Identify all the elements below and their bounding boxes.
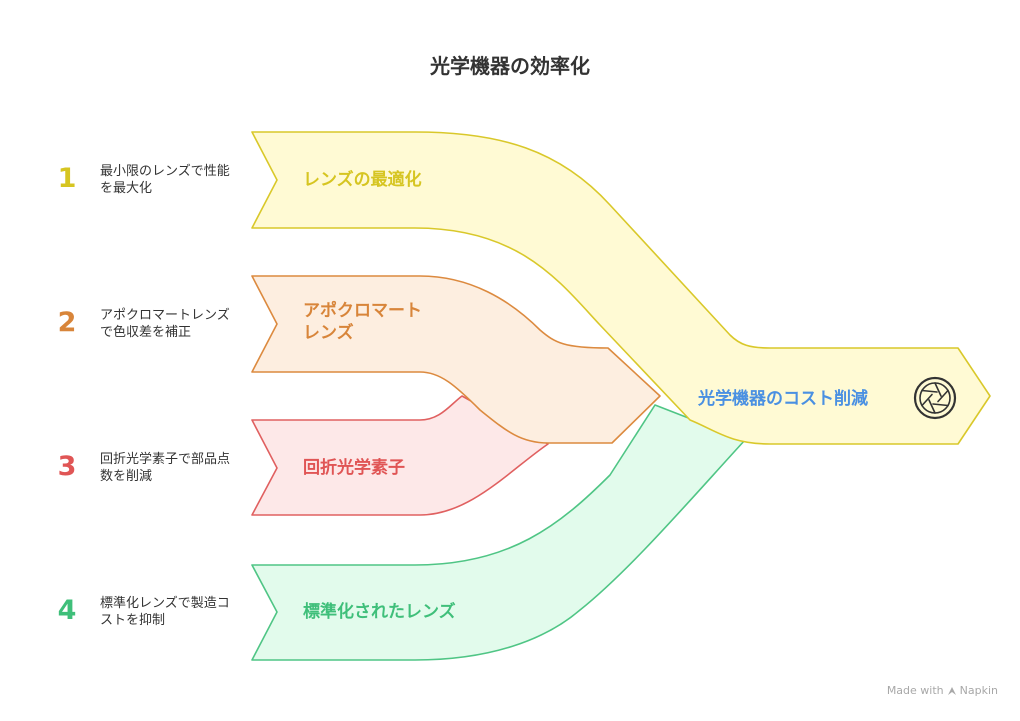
aperture-icon — [913, 376, 957, 420]
step-1-number: 1 — [57, 163, 77, 194]
step-4-number: 4 — [57, 595, 77, 626]
watermark-brand: Napkin — [959, 684, 998, 697]
step-2-label-line-1: アポクロマート — [303, 301, 422, 321]
watermark: Made with Napkin — [887, 684, 998, 697]
step-3-number: 3 — [57, 451, 77, 482]
diagram-title: 光学機器の効率化 — [430, 54, 590, 78]
stream-2-shape — [251, 275, 661, 444]
step-3-description: 回折光学素子で部品点数を削減 — [100, 452, 231, 484]
napkin-logo-icon — [947, 686, 956, 695]
step-1-label: レンズの最適化 — [303, 170, 422, 190]
watermark-prefix: Made with — [886, 684, 944, 697]
step-3-label: 回折光学素子 — [303, 458, 405, 478]
stream-4-shape — [251, 404, 746, 661]
stream-3-shape — [251, 395, 549, 516]
result-label: 光学機器のコスト削減 — [698, 389, 868, 409]
step-2-label: アポクロマート レンズ — [303, 300, 422, 344]
step-4-label: 標準化されたレンズ — [303, 602, 456, 622]
step-2-number: 2 — [57, 307, 77, 338]
step-4-description: 標準化レンズで製造コストを抑制 — [100, 596, 230, 628]
step-1-description: 最小限のレンズで性能を最大化 — [100, 164, 230, 196]
step-2-label-line-2: レンズ — [303, 323, 354, 343]
step-2-description: アポクロマートレンズで色収差を補正 — [100, 308, 230, 340]
stream-1-shape — [251, 131, 991, 445]
